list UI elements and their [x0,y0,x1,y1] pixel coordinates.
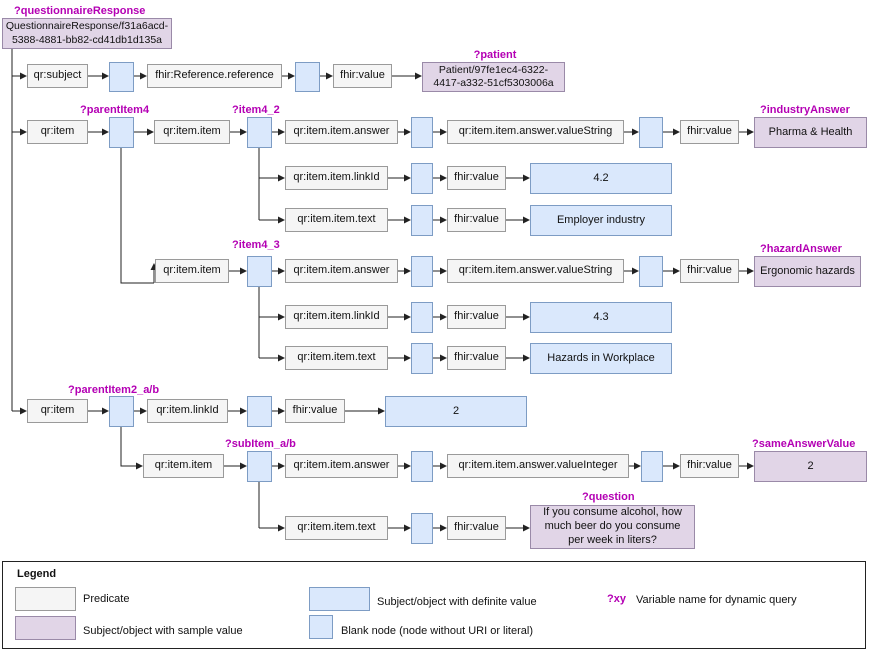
blank-node [411,513,433,544]
predicate-answer-value-string: qr:item.item.answer.valueString [447,259,624,283]
legend-definite-label: Subject/object with definite value [377,596,537,608]
legend-sample-swatch [15,616,76,640]
predicate-qr-item-item-text: qr:item.item.text [285,346,388,370]
var-same-answer-value: ?sameAnswerValue [752,438,856,450]
legend-blank-label: Blank node (node without URI or literal) [341,625,533,637]
legend-title: Legend [17,568,57,580]
var-hazard-answer: ?hazardAnswer [760,243,842,255]
predicate-qr-item-item: qr:item.item [155,259,229,283]
blank-node [411,302,433,333]
blank-node [247,396,272,427]
legend-sample-label: Subject/object with sample value [83,625,243,637]
blank-node [411,205,433,236]
predicate-qr-item: qr:item [27,399,88,423]
predicate-fhir-value: fhir:value [333,64,392,88]
predicate-qr-item: qr:item [27,120,88,144]
predicate-qr-item-item-linkid: qr:item.item.linkId [285,166,388,190]
legend-variable-label: Variable name for dynamic query [636,594,797,606]
employer-industry-node: Employer industry [530,205,672,236]
predicate-qr-item-item-answer: qr:item.item.answer [285,120,398,144]
predicate-qr-item-item-text: qr:item.item.text [285,208,388,232]
var-parent-item2: ?parentItem2_a/b [68,384,160,396]
blank-node [411,343,433,374]
blank-node-parent-item4 [109,117,134,148]
hazard-answer-node: Ergonomic hazards [754,256,861,287]
predicate-fhir-value: fhir:value [285,399,345,423]
legend-predicate-label: Predicate [83,593,130,605]
predicate-qr-item-item-answer: qr:item.item.answer [285,454,398,478]
questionnaire-response-node: QuestionnaireResponse/f31a6acd-5388-4881… [2,18,172,49]
blank-node [639,117,663,148]
legend-definite-swatch [309,587,370,611]
legend: Legend Predicate Subject/object with sam… [2,561,866,649]
var-patient: ?patient [473,49,517,61]
patient-reference-node: Patient/97fe1ec4-6322-4417-a332-51cf5303… [422,62,565,92]
predicate-fhir-value: fhir:value [447,305,506,329]
var-sub-item: ?subItem_a/b [225,438,296,450]
var-item4-3: ?item4_3 [232,239,280,251]
predicate-answer-value-string: qr:item.item.answer.valueString [447,120,624,144]
predicate-fhir-value: fhir:value [447,516,506,540]
hazards-workplace-node: Hazards in Workplace [530,343,672,374]
predicate-fhir-value: fhir:value [680,454,739,478]
blank-node [295,62,320,92]
predicate-qr-item-item-answer: qr:item.item.answer [285,259,398,283]
var-industry-answer: ?industryAnswer [760,104,850,116]
blank-node [639,256,663,287]
predicate-qr-item-item-text: qr:item.item.text [285,516,388,540]
legend-variable-symbol: ?xy [607,593,626,605]
blank-node [109,62,134,92]
blank-node [411,117,433,148]
predicate-answer-value-integer: qr:item.item.answer.valueInteger [447,454,629,478]
predicate-qr-item-item: qr:item.item [154,120,230,144]
var-item4-2: ?item4_2 [232,104,280,116]
predicate-qr-item-item: qr:item.item [143,454,224,478]
var-parent-item4: ?parentItem4 [80,104,150,116]
predicate-qr-item-item-linkid: qr:item.item.linkId [285,305,388,329]
legend-blank-swatch [309,615,333,639]
blank-node [411,256,433,287]
predicate-fhir-value: fhir:value [447,166,506,190]
blank-node-item4-2 [247,117,272,148]
linkid-4-2-node: 4.2 [530,163,672,194]
predicate-fhir-value: fhir:value [447,208,506,232]
linkid-2-node: 2 [385,396,527,427]
blank-node [641,451,663,482]
predicate-fhir-value: fhir:value [680,259,739,283]
predicate-fhir-reference: fhir:Reference.reference [147,64,282,88]
blank-node-item4-3 [247,256,272,287]
linkid-4-3-node: 4.3 [530,302,672,333]
industry-answer-node: Pharma & Health [754,117,867,148]
blank-node [411,451,433,482]
legend-predicate-swatch [15,587,76,611]
predicate-qr-item-linkid: qr:item.linkId [147,399,228,423]
predicate-fhir-value: fhir:value [680,120,739,144]
predicate-fhir-value: fhir:value [447,346,506,370]
same-answer-value-node: 2 [754,451,867,482]
var-questionnaire-response: ?questionnaireResponse [14,5,146,17]
blank-node-parent-item2 [109,396,134,427]
predicate-qr-subject: qr:subject [27,64,88,88]
var-question: ?question [582,491,635,503]
blank-node-sub-item [247,451,272,482]
blank-node [411,163,433,194]
question-text-node: If you consume alcohol, how much beer do… [530,505,695,549]
